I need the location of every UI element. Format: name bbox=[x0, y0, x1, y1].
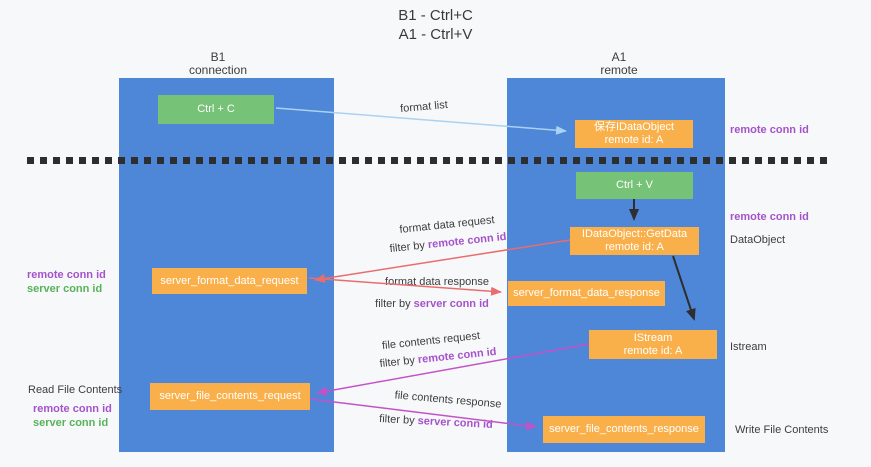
side-label-remote-conn-id-mid: remote conn id bbox=[730, 211, 809, 223]
node-save-idataobject: 保存IDataObject remote id: A bbox=[575, 120, 693, 148]
column-subtitle-b1: connection bbox=[188, 63, 248, 77]
column-header-b1: B1 connection bbox=[189, 51, 247, 77]
edge-label-file-contents-response: file contents response bbox=[394, 389, 502, 411]
filter-by-text: filter by bbox=[375, 298, 414, 310]
filter-by-text: filter by bbox=[379, 354, 419, 371]
edge-label-format-list: format list bbox=[399, 98, 449, 116]
node-ctrl-c: Ctrl + C bbox=[158, 95, 274, 124]
node-server-file-contents-response: server_file_contents_response bbox=[543, 416, 705, 443]
node-server-format-data-request: server_format_data_request bbox=[152, 268, 307, 294]
column-name-b1: B1 bbox=[210, 50, 226, 64]
node-server-format-data-response: server_format_data_response bbox=[508, 281, 665, 306]
node-server-file-contents-request-label: server_file_contents_request bbox=[159, 390, 301, 402]
side-label-remote-conn-id-left2: remote conn id bbox=[33, 403, 112, 415]
column-subtitle-a1: remote bbox=[600, 63, 638, 77]
side-label-read-file-contents: Read File Contents bbox=[28, 384, 123, 396]
side-label-server-conn-id-left1: server conn id bbox=[27, 283, 103, 295]
side-label-dataobject: DataObject bbox=[730, 234, 786, 246]
server-conn-id-text: server conn id bbox=[417, 415, 494, 431]
node-server-file-contents-request: server_file_contents_request bbox=[150, 383, 310, 410]
dashed-separator bbox=[27, 157, 833, 164]
edge-label-filter-server-2: filter by server conn id bbox=[379, 413, 493, 431]
node-server-file-contents-response-label: server_file_contents_response bbox=[549, 423, 699, 435]
node-server-format-data-response-label: server_format_data_response bbox=[513, 287, 660, 299]
remote-conn-id-text: remote conn id bbox=[417, 345, 497, 367]
node-istream-label: IStream bbox=[633, 331, 673, 344]
node-ctrl-v: Ctrl + V bbox=[576, 172, 693, 199]
node-server-format-data-request-label: server_format_data_request bbox=[160, 274, 299, 287]
diagram-title-line2: A1 - Ctrl+V bbox=[398, 26, 473, 43]
node-save-idataobject-label: 保存IDataObject bbox=[593, 121, 675, 133]
server-conn-id-text: server conn id bbox=[413, 298, 489, 310]
remote-conn-id-text: remote conn id bbox=[427, 230, 507, 252]
side-label-istream: Istream bbox=[730, 341, 767, 353]
node-istream-sublabel: remote id: A bbox=[623, 344, 683, 357]
filter-by-text: filter by bbox=[389, 239, 429, 256]
node-idataobject-getdata-sublabel: remote id: A bbox=[605, 241, 664, 253]
node-idataobject-getdata-label: IDataObject::GetData bbox=[581, 228, 688, 240]
node-idataobject-getdata: IDataObject::GetData remote id: A bbox=[570, 227, 699, 255]
column-name-a1: A1 bbox=[611, 50, 627, 64]
side-label-write-file-contents: Write File Contents bbox=[735, 424, 829, 436]
node-ctrl-v-label: Ctrl + V bbox=[616, 179, 653, 191]
node-save-idataobject-sublabel: remote id: A bbox=[604, 134, 664, 146]
node-ctrl-c-label: Ctrl + C bbox=[197, 103, 235, 115]
diagram-title-line1: B1 - Ctrl+C bbox=[398, 7, 473, 24]
node-istream: IStream remote id: A bbox=[589, 330, 717, 359]
edge-label-format-data-response: format data response bbox=[385, 276, 489, 288]
side-label-remote-conn-id-left1: remote conn id bbox=[27, 269, 106, 281]
edge-label-filter-server-1: filter by server conn id bbox=[375, 298, 489, 310]
column-header-a1: A1 remote bbox=[600, 51, 637, 77]
side-label-server-conn-id-left2: server conn id bbox=[33, 417, 109, 429]
side-label-remote-conn-id-top: remote conn id bbox=[730, 124, 809, 136]
filter-by-text: filter by bbox=[378, 413, 418, 428]
